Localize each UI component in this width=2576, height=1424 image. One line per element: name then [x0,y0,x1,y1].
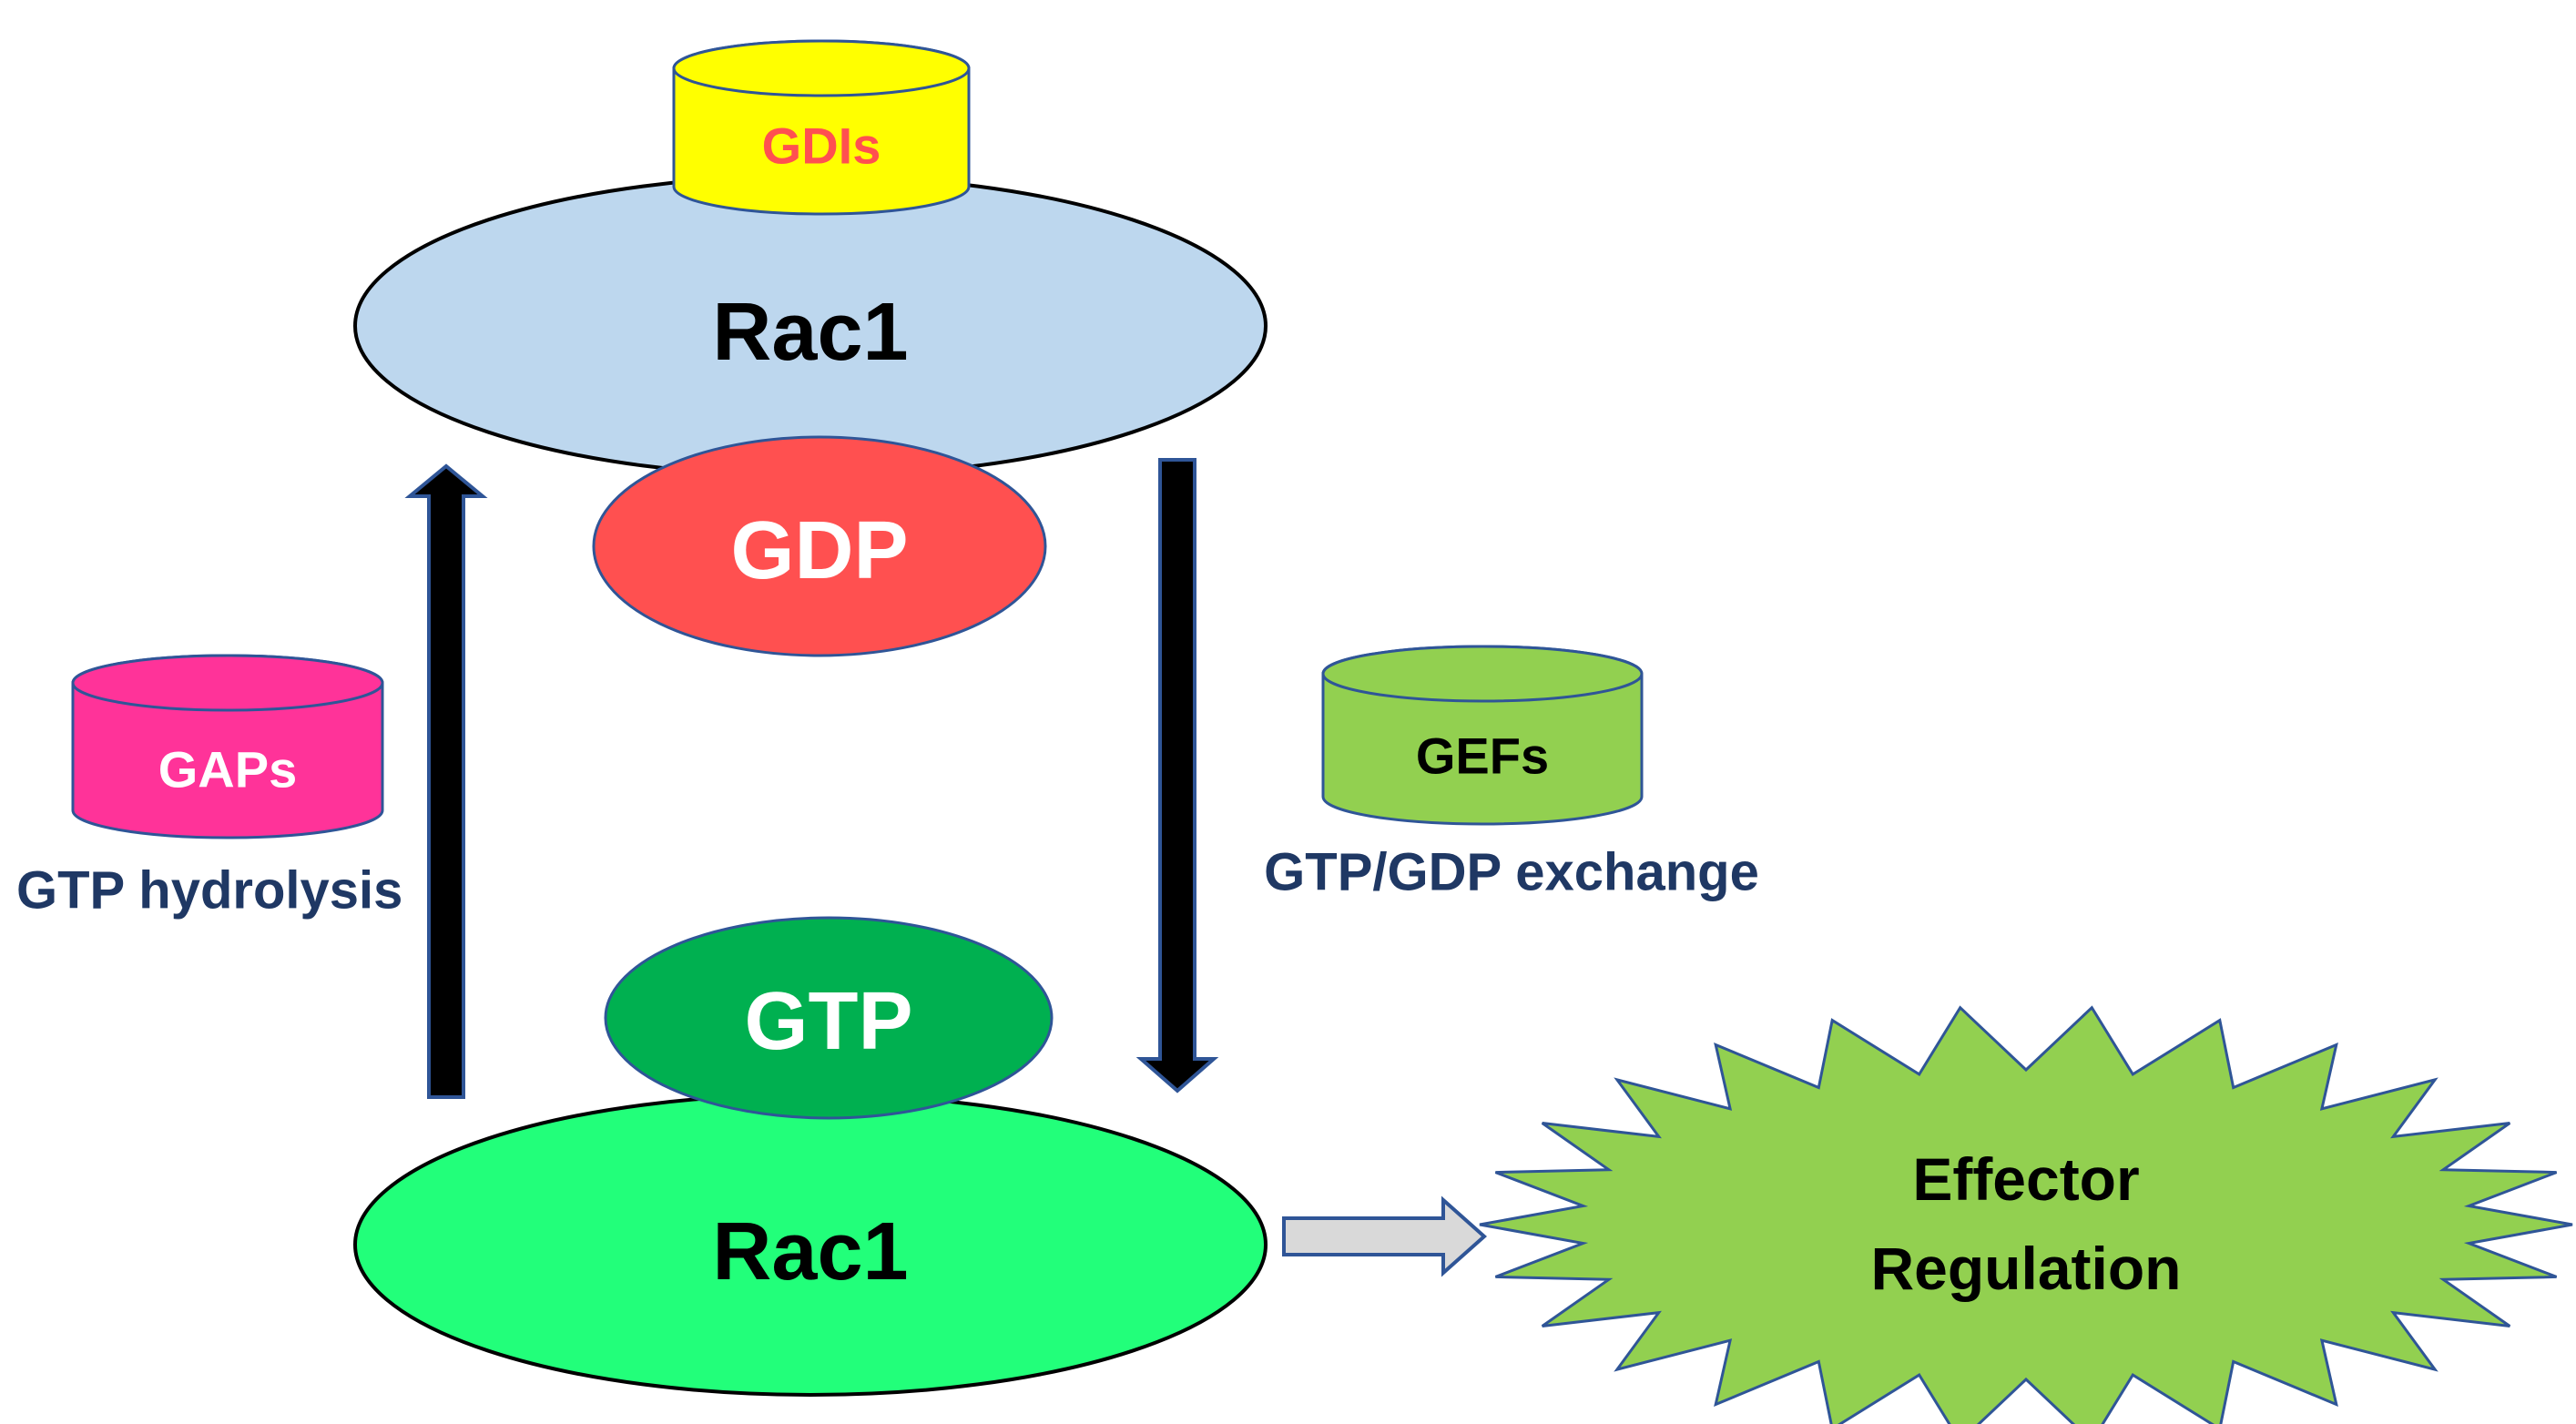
rac1-inactive-node: Rac1 [353,174,1268,478]
gefs-cylinder: GEFs [1321,645,1644,826]
down-arrow [1135,458,1219,1093]
gaps-caption: GTP hydrolysis [16,861,402,921]
gdp-node: GDP [592,435,1047,657]
gefs-cylinder-top [1321,645,1644,703]
rac1-active-node: Rac1 [353,1093,1268,1397]
gaps-label: GAPs [158,741,298,798]
gaps-cylinder-top [71,654,384,712]
gtp-label: GTP [744,976,912,1067]
effector-label-line1: Effector [1912,1145,2139,1213]
gtp-node: GTP [604,916,1054,1120]
effector-burst: Effector Regulation [1479,1005,2573,1424]
gdp-shape [592,435,1047,657]
gdis-label: GDIs [762,117,881,175]
rac1-active-label: Rac1 [712,1206,908,1297]
gefs-caption: GTP/GDP exchange [1264,843,1759,902]
up-arrow [404,463,488,1099]
rac1-inactive-label: Rac1 [712,287,908,378]
effector-burst-shape [1479,1005,2573,1424]
gdis-cylinder-top [672,39,971,97]
gefs-label: GEFs [1416,727,1549,785]
gaps-cylinder: GAPs [71,654,384,839]
gdis-cylinder: GDIs [672,39,971,216]
gdp-label: GDP [730,505,908,596]
effector-arrow [1282,1195,1488,1277]
gtp-shape [604,916,1054,1120]
effector-label-line2: Regulation [1871,1235,2182,1302]
